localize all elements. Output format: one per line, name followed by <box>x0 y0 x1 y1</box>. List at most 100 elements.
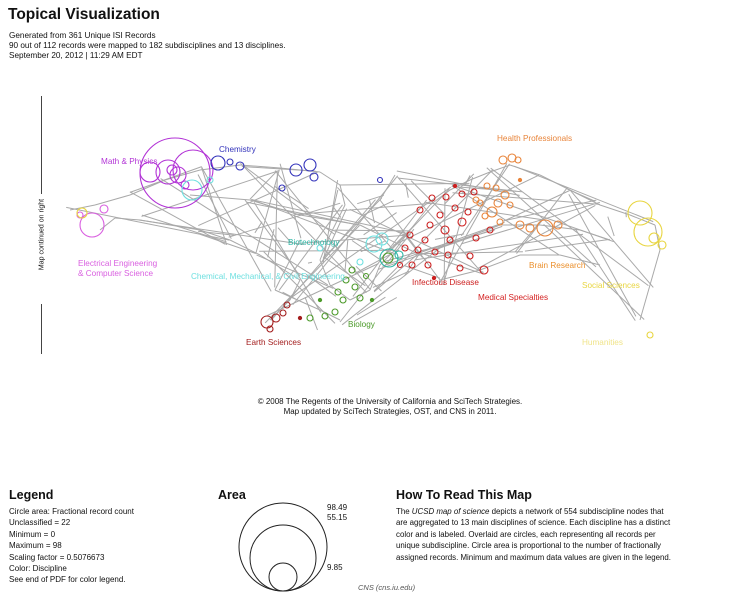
network-edge <box>322 197 383 259</box>
network-edge <box>421 244 449 252</box>
science-map: Chemistry Math & Physics Electrical Engi… <box>66 134 667 347</box>
legend-line: Scaling factor = 0.5076673 <box>9 552 105 562</box>
page-title: Topical Visualization <box>8 6 160 23</box>
label-biotechnology: Biotechnology <box>288 238 340 247</box>
network-edge <box>114 217 141 221</box>
subdiscipline-circle <box>498 155 508 165</box>
network-edge <box>389 188 450 252</box>
legend-line: Unclassified = 22 <box>9 518 71 528</box>
network-edge <box>349 208 484 273</box>
legend-line: Circle area: Fractional record count <box>9 507 134 516</box>
subdiscipline-circle <box>472 196 480 204</box>
subdiscipline-circle <box>472 234 480 242</box>
network-edge <box>329 189 339 225</box>
legend-line: Color: Discipline <box>9 564 67 574</box>
network-edge <box>319 309 341 321</box>
subdiscipline-circle <box>486 226 494 234</box>
network-edge <box>477 204 596 269</box>
network-edge <box>369 199 375 224</box>
network-edge <box>199 229 231 241</box>
subdiscipline-circle <box>279 309 287 317</box>
subdiscipline-circle <box>406 231 414 239</box>
network-edge <box>339 228 415 323</box>
network-edge <box>420 252 481 274</box>
howto-line: color and is labeled. Overlaid are circl… <box>396 529 656 539</box>
network-edge <box>607 216 615 237</box>
area-value-max: 98.49 <box>327 503 348 512</box>
subdiscipline-circle <box>306 314 314 322</box>
subdiscipline-circle <box>401 244 409 252</box>
subdiscipline-circle <box>442 193 450 201</box>
subdiscipline-circle <box>155 159 181 185</box>
network-edge <box>254 221 263 234</box>
label-medical-specialties: Medical Specialties <box>478 293 548 302</box>
network-edge <box>357 194 384 205</box>
legend-line: Maximum = 98 <box>9 541 62 551</box>
network-edge <box>274 239 301 291</box>
subdiscipline-circle <box>627 200 653 226</box>
subdiscipline-circle <box>396 261 404 269</box>
network-edge <box>569 189 601 206</box>
subdiscipline-circle <box>446 236 454 244</box>
label-brain-research: Brain Research <box>529 261 586 270</box>
legend-line: See end of PDF for color legend. <box>9 575 126 585</box>
generated-date: September 20, 2012 | 11:29 AM EDT <box>9 51 143 60</box>
label-earth-sciences: Earth Sciences <box>246 338 301 347</box>
subdiscipline-circle <box>464 208 472 216</box>
legend-title: Legend <box>9 488 54 502</box>
network-edge <box>251 199 411 235</box>
howto-text-part: depicts a network of 554 subdiscipline n… <box>489 507 664 516</box>
network-edge <box>282 291 296 300</box>
subdiscipline-circle <box>76 207 88 219</box>
copyright-notice: © 2008 The Regents of the University of … <box>120 397 660 417</box>
subdiscipline-circle <box>334 288 342 296</box>
subdiscipline-circle <box>657 240 667 250</box>
label-social-sciences: Social Sciences <box>582 281 640 290</box>
area-value-min: 9.85 <box>327 563 343 572</box>
map-name: UCSD map of science <box>411 507 490 516</box>
subdiscipline-circle <box>226 158 234 166</box>
subdiscipline-circle <box>428 194 436 202</box>
subdiscipline-circle <box>317 297 323 303</box>
howto-line: The UCSD map of science depicts a networ… <box>396 506 745 517</box>
network-edge <box>344 240 349 272</box>
network-edge <box>442 176 474 285</box>
network-edge <box>267 229 275 258</box>
mapping-summary: 90 out of 112 records were mapped to 182… <box>9 41 286 50</box>
network-edge <box>503 190 570 222</box>
subdiscipline-circle <box>481 212 489 220</box>
network-edge <box>415 233 584 261</box>
legend-list: Circle area: Fractional record count Unc… <box>9 506 134 586</box>
how-to-read-title: How To Read This Map <box>396 488 532 502</box>
network-edge <box>629 214 656 226</box>
network-edge <box>337 187 392 249</box>
subdiscipline-circle <box>339 296 347 304</box>
subdiscipline-circle <box>316 244 324 252</box>
side-rule-bottom <box>41 304 42 354</box>
subdiscipline-circle <box>496 218 504 226</box>
network-edge <box>339 184 346 206</box>
subdiscipline-circle <box>331 308 339 316</box>
subdiscipline-circle <box>356 258 364 266</box>
network-edge <box>569 189 654 288</box>
label-humanities: Humanities <box>582 338 623 347</box>
subdiscipline-circle <box>342 276 350 284</box>
how-to-read-text: The UCSD map of science depicts a networ… <box>396 506 745 563</box>
network-edge <box>267 263 379 316</box>
network-edge <box>403 250 423 277</box>
subdiscipline-circle <box>283 301 291 309</box>
area-legend-circles <box>238 502 328 592</box>
subdiscipline-circle <box>416 206 424 214</box>
network-edge <box>568 193 637 317</box>
network-edge <box>229 239 261 256</box>
network-edge <box>321 208 348 263</box>
subdiscipline-circle <box>172 149 214 191</box>
network-edge <box>249 199 301 216</box>
label-computer-science: & Computer Science <box>78 269 154 278</box>
subdiscipline-circle <box>452 183 458 189</box>
subdiscipline-circle <box>506 201 514 209</box>
network-edge <box>239 164 281 169</box>
area-legend-title: Area <box>218 488 246 502</box>
network-edge <box>201 166 272 292</box>
network-edge <box>451 184 614 243</box>
